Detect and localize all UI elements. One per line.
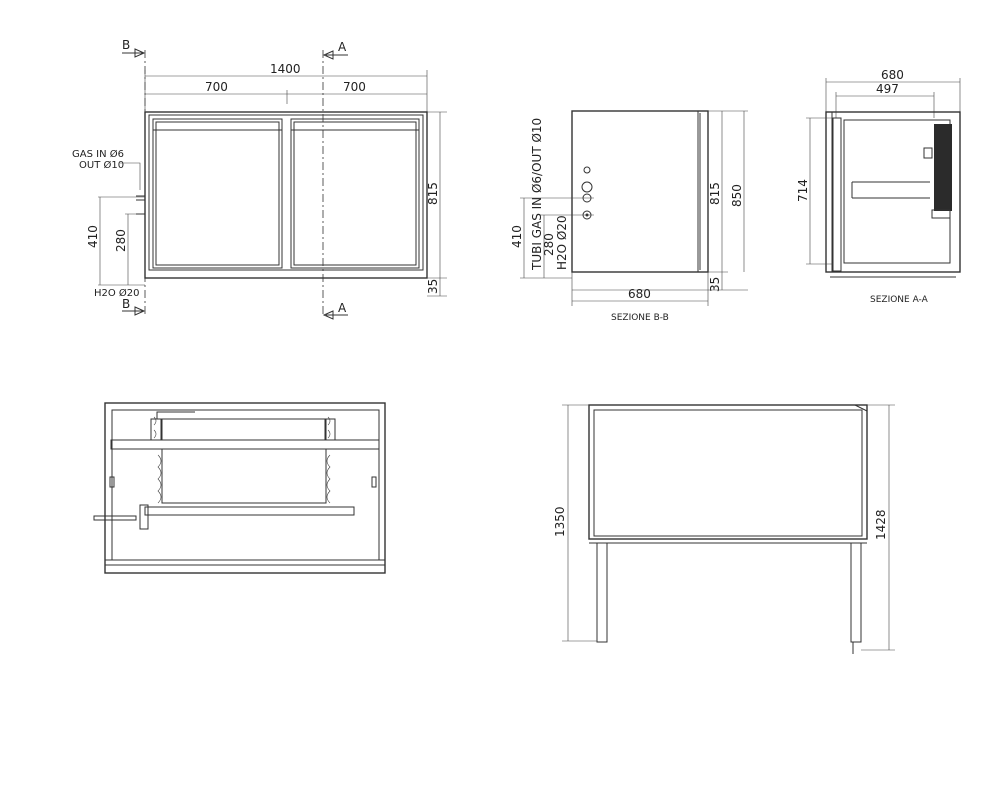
section-aa-view: 680 497 714 SEZIONE A-A <box>796 68 961 305</box>
dim-base: 35 <box>426 279 440 294</box>
bb-dim-pipe-height: 410 <box>510 225 524 248</box>
section-arrow-b-bottom <box>122 306 146 316</box>
section-arrow-b-top <box>122 48 146 58</box>
bb-label-water: H2O Ø20 <box>555 215 569 270</box>
gas-outlet-circle <box>583 166 591 174</box>
dim-left-half: 700 <box>205 80 228 94</box>
front-view: B A B A 1400 700 700 815 35 <box>72 38 447 320</box>
aa-dim-depth: 680 <box>881 68 904 82</box>
evaporator-hatch <box>934 124 952 211</box>
dim-pipe-height: 410 <box>86 225 100 248</box>
aa-dim-inner: 497 <box>876 82 899 96</box>
bb-dim-base: 35 <box>708 277 722 292</box>
side-dim-total-height: 1428 <box>874 509 888 540</box>
label-gas-out: OUT Ø10 <box>79 159 124 171</box>
section-marker-a-top: A <box>338 40 347 54</box>
aa-caption: SEZIONE A-A <box>870 295 929 305</box>
dim-water-height: 280 <box>114 229 128 252</box>
bb-dim-height: 815 <box>708 182 722 205</box>
section-bb-view: 410 TUBI GAS IN Ø6/OUT Ø10 280 H2O Ø20 8… <box>510 110 748 323</box>
dim-right-half: 700 <box>343 80 366 94</box>
section-marker-b-top: B <box>122 38 130 52</box>
bb-label-pipes: TUBI GAS IN Ø6/OUT Ø10 <box>530 118 544 271</box>
aa-dim-height: 714 <box>796 179 810 202</box>
plan-view <box>93 402 386 574</box>
gas-inlet-circle <box>581 181 593 193</box>
dim-total-width: 1400 <box>270 62 301 76</box>
side-dim-top-height: 1350 <box>553 506 567 537</box>
side-elevation: 1350 1428 <box>553 404 895 654</box>
label-gas-in: GAS IN Ø6 <box>72 148 124 160</box>
label-water: H2O Ø20 <box>94 287 140 299</box>
bb-caption: SEZIONE B-B <box>611 313 669 323</box>
bb-dim-water-height: 280 <box>542 233 556 256</box>
bb-dim-total-height: 850 <box>730 184 744 207</box>
dim-height: 815 <box>426 182 440 205</box>
section-marker-a-bottom: A <box>338 301 347 315</box>
section-marker-b-bottom: B <box>122 297 130 311</box>
section-arrow-a-bottom <box>322 310 348 320</box>
section-arrow-a-top <box>322 50 348 60</box>
bb-dim-depth: 680 <box>628 287 651 301</box>
